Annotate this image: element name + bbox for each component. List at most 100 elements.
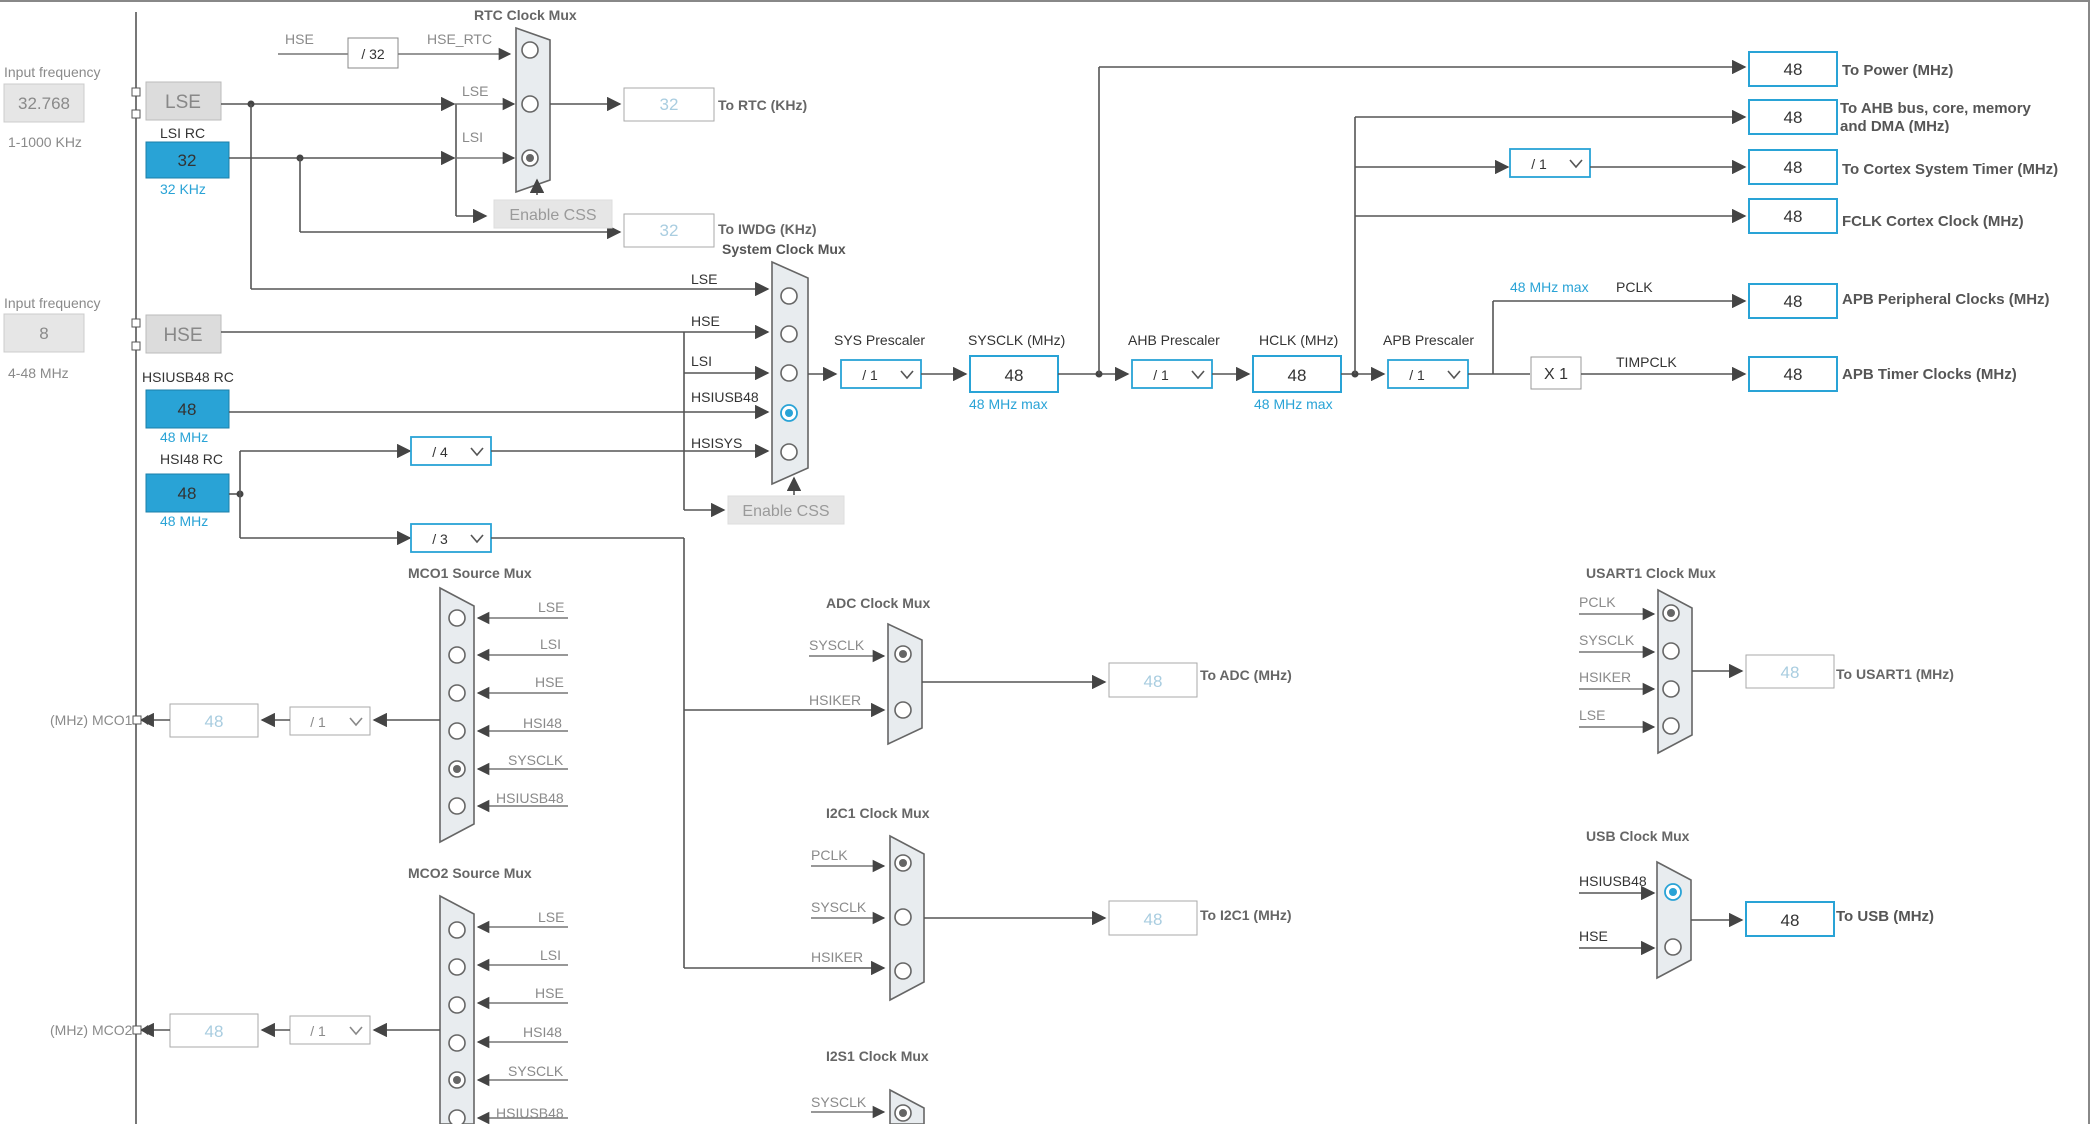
hsiusb48-rc-block[interactable] <box>145 389 230 429</box>
chevron-down-icon <box>1447 370 1461 380</box>
hse-pin-top <box>131 318 141 328</box>
adc-mux-title: ADC Clock Mux <box>826 595 930 611</box>
ahb-value-box[interactable] <box>1748 99 1838 135</box>
mco2-radio-hse[interactable] <box>448 996 466 1014</box>
output-apb-peripheral: 48 APB Peripheral Clocks (MHz) <box>1748 283 2050 319</box>
hsiker-div3-select[interactable] <box>410 523 492 553</box>
timpclk-label: TIMPCLK <box>1616 354 1677 370</box>
usart1-radio-lse[interactable] <box>1662 717 1680 735</box>
iwdg-output-value: 32 <box>660 221 679 240</box>
adc-input-hsiker: HSIKER <box>809 692 861 708</box>
i2c1-value: 48 <box>1144 910 1163 929</box>
hsisys-div4-select[interactable] <box>410 436 492 466</box>
sysmux-radio-lsi[interactable] <box>780 364 798 382</box>
sysmux-radio-hsisys[interactable] <box>780 443 798 461</box>
mco1-value: 48 <box>205 712 224 731</box>
usart1-value: 48 <box>1781 663 1800 682</box>
mco2-radio-hsiusb48[interactable] <box>448 1109 466 1124</box>
sysmux-radio-hse[interactable] <box>780 325 798 343</box>
mco1-pin <box>132 715 142 725</box>
lse-pin-top <box>131 87 141 97</box>
i2s1-input-sysclk: SYSCLK <box>811 1094 867 1110</box>
mco2-radio-lse[interactable] <box>448 921 466 939</box>
sysmux-radio-lse[interactable] <box>780 287 798 305</box>
timer-multiplier-box <box>1530 356 1582 390</box>
usb-value-box[interactable] <box>1745 901 1835 937</box>
mco1-pin-arrow <box>141 715 148 725</box>
sysclk-value-box[interactable] <box>969 355 1059 393</box>
usart1-radio-pclk-dot <box>1667 609 1675 617</box>
usart1-input-lse: LSE <box>1579 707 1605 723</box>
hclk-value-box[interactable] <box>1252 355 1342 393</box>
rtc-mux-radio-lse[interactable] <box>521 95 539 113</box>
sys-enable-css-button[interactable] <box>727 495 845 525</box>
i2c1-input-pclk: PCLK <box>811 847 848 863</box>
hse-oscillator-block[interactable] <box>145 314 222 354</box>
sysclk-max: 48 MHz max <box>969 396 1048 412</box>
hse-frequency-input[interactable] <box>3 313 85 353</box>
usb-radio-hse[interactable] <box>1664 938 1682 956</box>
chevron-down-icon <box>1191 370 1205 380</box>
ahb-prescaler-select[interactable] <box>1131 359 1213 389</box>
mco1-radio-lse[interactable] <box>448 609 466 627</box>
rtc-output-value: 32 <box>660 95 679 114</box>
apb-timer-value-box[interactable] <box>1748 356 1838 392</box>
rtc-mux-radio-lsi-dot <box>526 154 534 162</box>
lsi-rc-block[interactable] <box>145 141 230 179</box>
mco1-radio-hsiusb48[interactable] <box>448 797 466 815</box>
iwdg-output-label: To IWDG (KHz) <box>718 221 817 237</box>
mco2-pin <box>132 1025 142 1035</box>
i2s1-radio-sysclk-dot <box>899 1109 907 1117</box>
mco2-radio-hsi48[interactable] <box>448 1034 466 1052</box>
i2c1-radio-sysclk[interactable] <box>894 908 912 926</box>
adc-radio-hsiker[interactable] <box>894 701 912 719</box>
mco1-radio-hsi48[interactable] <box>448 722 466 740</box>
sys-prescaler-title: SYS Prescaler <box>834 332 925 348</box>
mco2-radio-lsi[interactable] <box>448 958 466 976</box>
i2c1-radio-pclk-dot <box>899 859 907 867</box>
apb-peripheral-value-box[interactable] <box>1748 283 1838 319</box>
power-value-box[interactable] <box>1748 51 1838 87</box>
mco2-divider-select[interactable] <box>289 1015 371 1045</box>
rtc-divider-box <box>347 37 399 69</box>
fclk-label: FCLK Cortex Clock (MHz) <box>1842 213 2024 230</box>
hse-frequency-value: 8 <box>39 324 48 343</box>
usb-mux-title: USB Clock Mux <box>1586 828 1690 844</box>
apb-prescaler-select[interactable] <box>1387 359 1469 389</box>
cortex-timer-value-box[interactable] <box>1748 149 1838 185</box>
i2c1-label: To I2C1 (MHz) <box>1200 907 1292 923</box>
cortex-timer-divider-select[interactable] <box>1509 148 1591 178</box>
usart1-radio-hsiker[interactable] <box>1662 680 1680 698</box>
system-clock-mux-title: System Clock Mux <box>722 241 846 257</box>
sys-prescaler-select[interactable] <box>840 359 922 389</box>
i2c1-radio-hsiker[interactable] <box>894 962 912 980</box>
usart1-value-box <box>1745 654 1835 689</box>
hsi48-rc-unit: 48 MHz <box>160 513 208 529</box>
lse-oscillator-block[interactable] <box>145 81 222 121</box>
usart1-input-pclk: PCLK <box>1579 594 1616 610</box>
mco1-radio-lsi[interactable] <box>448 646 466 664</box>
mco1-input-hsiusb48: HSIUSB48 <box>496 790 564 806</box>
usart1-label: To USART1 (MHz) <box>1836 666 1954 682</box>
hsiusb48-rc-value: 48 <box>178 400 197 419</box>
hsi48-rc-block[interactable] <box>145 473 230 513</box>
mco2-input-lsi: LSI <box>540 947 561 963</box>
chevron-down-icon <box>349 1026 363 1036</box>
rtc-enable-css-button[interactable] <box>493 199 613 229</box>
power-value: 48 <box>1784 60 1803 79</box>
hse-oscillator-label: HSE <box>163 325 202 346</box>
rtc-mux-radio-hse[interactable] <box>521 41 539 59</box>
mco1-radio-hse[interactable] <box>448 684 466 702</box>
mco1-pin-label: (MHz) MCO1 <box>50 712 133 728</box>
output-fclk: 48 FCLK Cortex Clock (MHz) <box>1748 198 2024 234</box>
adc-radio-sysclk-dot <box>899 650 907 658</box>
adc-label: To ADC (MHz) <box>1200 667 1292 683</box>
mco2-inputs: LSE LSI HSE HSI48 SYSCLK HSIUSB48 <box>476 909 568 1124</box>
lse-oscillator-label: LSE <box>165 92 201 113</box>
usart1-radio-sysclk[interactable] <box>1662 642 1680 660</box>
mco2-input-hsiusb48: HSIUSB48 <box>496 1105 564 1121</box>
lse-frequency-input[interactable] <box>3 83 85 123</box>
fclk-value-box[interactable] <box>1748 198 1838 234</box>
mco1-divider-select[interactable] <box>289 706 371 736</box>
